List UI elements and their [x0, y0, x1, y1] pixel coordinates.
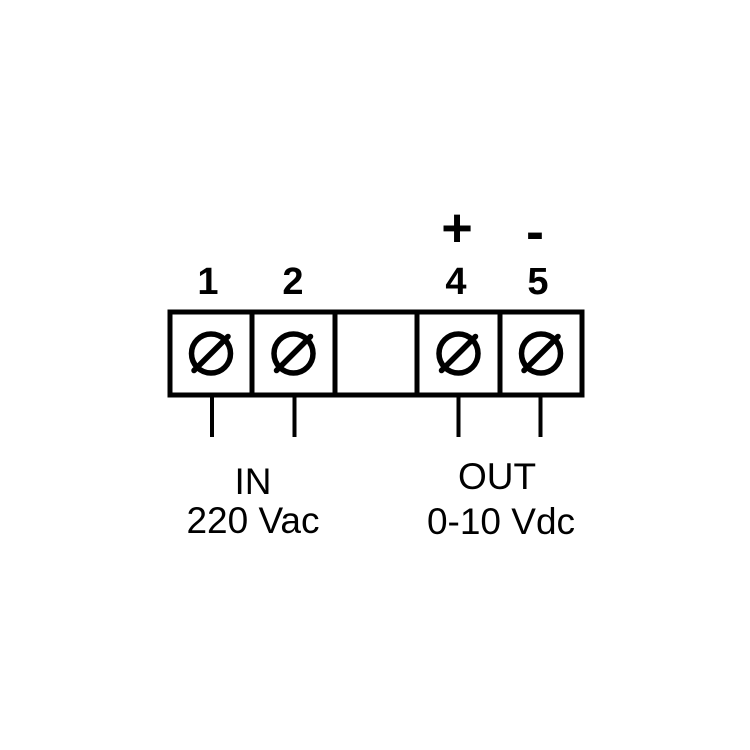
- terminal-number-1: 1: [197, 261, 219, 303]
- screw-terminal-icon: [188, 331, 234, 376]
- terminal-cell-1: [167, 309, 255, 398]
- screw-terminal-icon: [271, 331, 316, 376]
- terminal-cell-3-empty: [332, 309, 420, 398]
- input-label: IN: [234, 461, 272, 502]
- plus-polarity-label: +: [441, 198, 473, 258]
- terminal-number-4: 4: [445, 261, 467, 303]
- input-voltage-label: 220 Vac: [186, 500, 320, 541]
- output-label: OUT: [457, 456, 537, 497]
- terminal-number-5: 5: [527, 261, 549, 303]
- screw-terminal-icon: [436, 331, 481, 376]
- screw-terminal-icon: [518, 331, 564, 376]
- output-voltage-label: 0-10 Vdc: [426, 501, 576, 542]
- minus-polarity-label: -: [526, 202, 544, 262]
- terminal-number-2: 2: [282, 261, 304, 303]
